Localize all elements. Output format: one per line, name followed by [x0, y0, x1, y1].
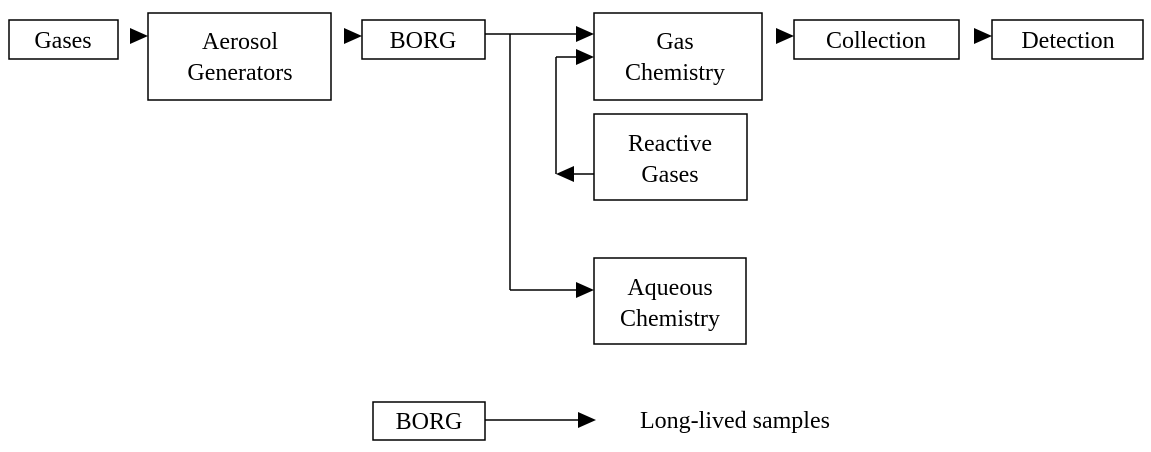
collection-box — [793, 19, 960, 60]
arrowhead-to-aqueous-chemistry — [576, 282, 594, 298]
arrowhead-legend — [578, 412, 596, 428]
aqueous-chemistry-box — [593, 257, 747, 345]
borg-box — [361, 19, 486, 60]
reactive-gases-label-line1: Reactive — [628, 131, 712, 157]
arrowhead-borg-to-gas-chemistry — [576, 26, 594, 42]
aerosol-generators-label-line1: Aerosol — [202, 29, 278, 55]
aqueous-chemistry-label-line1: Aqueous — [627, 275, 712, 301]
detection-box — [991, 19, 1144, 60]
reactive-gases-box — [593, 113, 748, 201]
arrowhead-gases-to-aerosol — [130, 28, 148, 44]
aqueous-chemistry-label-line2: Chemistry — [620, 306, 720, 332]
gases-label: Gases — [34, 28, 91, 54]
detection-label: Detection — [1021, 28, 1114, 54]
gas-chemistry-box — [593, 12, 763, 101]
borg-label: BORG — [390, 28, 457, 54]
arrowhead-aerosol-to-borg — [344, 28, 362, 44]
legend-borg-box — [372, 401, 486, 441]
arrowhead-collection-to-detection — [974, 28, 992, 44]
gases-box — [8, 19, 119, 60]
gas-chemistry-label-line1: Gas — [656, 29, 693, 55]
arrowhead-reactive-to-gas-chemistry — [576, 49, 594, 65]
legend-text: Long-lived samples — [640, 408, 830, 434]
aerosol-generators-label-line2: Generators — [187, 60, 292, 86]
aerosol-generators-box — [147, 12, 332, 101]
gas-chemistry-label-line2: Chemistry — [625, 60, 725, 86]
reactive-gases-label-line2: Gases — [641, 162, 698, 188]
arrowhead-gas-chemistry-to-collection — [776, 28, 794, 44]
arrowhead-reactive-gases-left — [556, 166, 574, 182]
legend-borg-label: BORG — [396, 409, 463, 435]
collection-label: Collection — [826, 28, 926, 54]
